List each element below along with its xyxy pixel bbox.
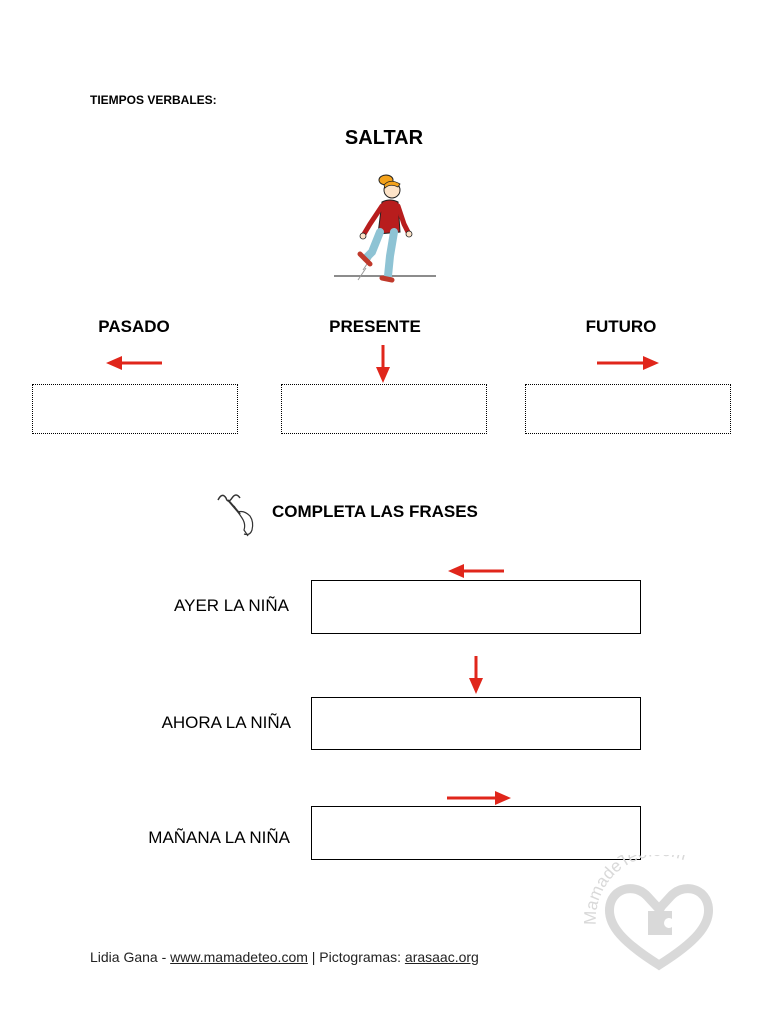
future-answer-box[interactable] bbox=[525, 384, 731, 434]
footer-pictograms-link[interactable]: arasaac.org bbox=[404, 949, 479, 965]
sentence-label-yesterday: AYER LA NIÑA bbox=[174, 596, 289, 615]
arrow-right-icon bbox=[447, 791, 511, 805]
tense-label-present: PRESENTE bbox=[329, 317, 421, 336]
arrow-left-icon bbox=[106, 356, 162, 370]
arrow-right-icon bbox=[597, 356, 659, 370]
jumping-girl-pictogram bbox=[334, 174, 436, 283]
instruction-text: COMPLETA LAS FRASES bbox=[272, 502, 478, 521]
sentence-input-tomorrow[interactable] bbox=[311, 806, 641, 860]
sentence-input-now[interactable] bbox=[311, 697, 641, 750]
worksheet-subtitle: TIEMPOS VERBALES: bbox=[90, 93, 217, 107]
present-answer-box[interactable] bbox=[281, 384, 487, 434]
page-title: SALTAR bbox=[344, 127, 424, 149]
sentence-label-tomorrow: MAÑANA LA NIÑA bbox=[148, 828, 290, 847]
arrow-left-icon bbox=[448, 564, 504, 578]
arrow-down-icon bbox=[469, 656, 483, 694]
writing-hand-icon bbox=[217, 494, 254, 537]
sentence-input-yesterday[interactable] bbox=[311, 580, 641, 634]
footer-separator: | Pictogramas: bbox=[307, 949, 405, 965]
footer-credits: Lidia Gana - www.mamadeteo.com | Pictogr… bbox=[90, 949, 479, 965]
footer-author: Lidia Gana - bbox=[90, 949, 171, 965]
footer-site-link[interactable]: www.mamadeteo.com bbox=[170, 949, 308, 965]
tense-label-past: PASADO bbox=[98, 317, 170, 336]
mamadeteo-watermark-logo: MamadeTeo.com bbox=[584, 855, 714, 971]
tense-label-future: FUTURO bbox=[585, 317, 657, 336]
sentence-label-now: AHORA LA NIÑA bbox=[161, 713, 291, 732]
arrow-down-icon bbox=[376, 345, 390, 383]
past-answer-box[interactable] bbox=[32, 384, 238, 434]
